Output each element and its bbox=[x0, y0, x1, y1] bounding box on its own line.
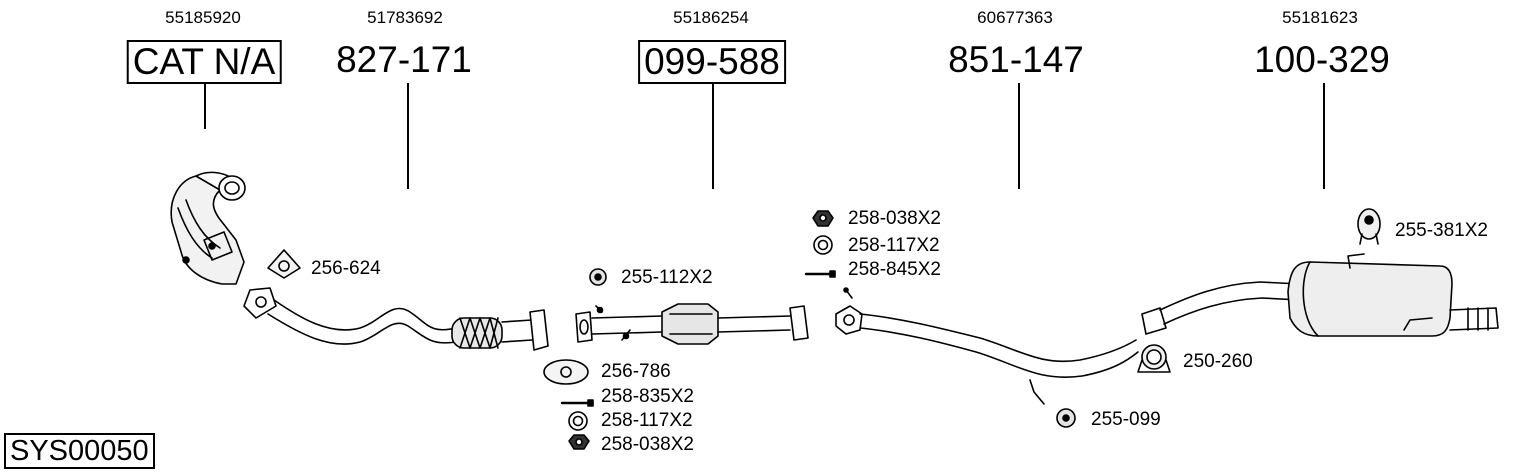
part-number-2: 827-171 bbox=[336, 39, 472, 80]
accessory-label-258-845x2: 258-845X2 bbox=[848, 259, 941, 280]
accessory-label-258-038x2-lower: 258-038X2 bbox=[601, 434, 694, 455]
accessory-label-258-038x2-upper: 258-038X2 bbox=[848, 208, 941, 229]
accessory-label-256-786: 256-786 bbox=[601, 361, 671, 382]
accessory-label-258-117x2-lower: 258-117X2 bbox=[601, 410, 693, 431]
rear-muffler-icon bbox=[1141, 253, 1499, 337]
leader-line-5 bbox=[1323, 83, 1325, 189]
oem-number-1: 55185920 bbox=[165, 8, 241, 27]
leader-line-3 bbox=[712, 83, 714, 189]
oem-number-4: 60677363 bbox=[977, 8, 1053, 27]
leader-line-2 bbox=[407, 83, 409, 189]
accessory-label-258-835x2: 258-835X2 bbox=[601, 386, 694, 407]
part-number-4: 851-147 bbox=[948, 39, 1084, 80]
front-pipe-icon bbox=[243, 287, 549, 351]
oem-number-5: 55181623 bbox=[1282, 8, 1358, 27]
system-code-label: SYS00050 bbox=[4, 433, 155, 469]
rubber-hanger-icon bbox=[589, 268, 607, 286]
bolt-icon-1 bbox=[560, 399, 594, 407]
pipe-clamp-icon bbox=[1137, 344, 1171, 373]
washer-icon-1 bbox=[568, 411, 588, 431]
nut-icon-2 bbox=[812, 210, 834, 227]
accessory-label-258-117x2-upper: 258-117X2 bbox=[848, 235, 940, 256]
oem-number-2: 51783692 bbox=[367, 8, 443, 27]
washer-icon-2 bbox=[813, 235, 833, 255]
bolt-icon-2 bbox=[804, 270, 836, 278]
accessory-label-255-099: 255-099 bbox=[1091, 409, 1161, 430]
nut-icon-1 bbox=[568, 434, 590, 450]
part-number-5: 100-329 bbox=[1254, 39, 1390, 80]
oem-number-3: 55186254 bbox=[673, 8, 749, 27]
accessory-label-250-260: 250-260 bbox=[1183, 351, 1253, 372]
intermediate-pipe-icon bbox=[835, 287, 1139, 405]
catalytic-converter-icon bbox=[170, 171, 246, 285]
leader-line-4 bbox=[1018, 83, 1020, 189]
center-pipe-icon bbox=[575, 303, 809, 345]
flange-gasket-icon bbox=[267, 249, 301, 279]
hanger-bracket-icon bbox=[1357, 208, 1381, 245]
accessory-label-255-112x2: 255-112X2 bbox=[621, 267, 713, 288]
rubber-mount-icon bbox=[1056, 408, 1076, 428]
oval-gasket-icon bbox=[543, 359, 589, 385]
leader-line-1 bbox=[204, 83, 206, 129]
accessory-label-255-381x2: 255-381X2 bbox=[1395, 220, 1488, 241]
accessory-label-256-624: 256-624 bbox=[311, 258, 381, 279]
